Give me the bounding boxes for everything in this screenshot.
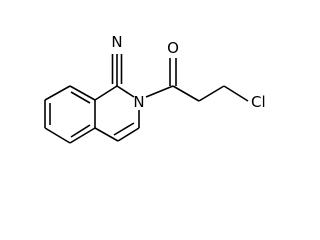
atom-chlorine: Cl	[251, 93, 266, 111]
nitrile-triple-bond	[111, 54, 123, 86]
benzene-ring	[44, 85, 96, 144]
atom-ring-nitrogen: N	[133, 93, 144, 111]
atom-nitrile-nitrogen: N	[111, 33, 122, 51]
atom-carbonyl-oxygen: O	[167, 39, 179, 57]
chloropropanoyl-chain	[145, 58, 249, 102]
chemical-structure-diagram: N N O Cl	[44, 33, 266, 144]
heterocyclic-ring	[94, 85, 140, 142]
